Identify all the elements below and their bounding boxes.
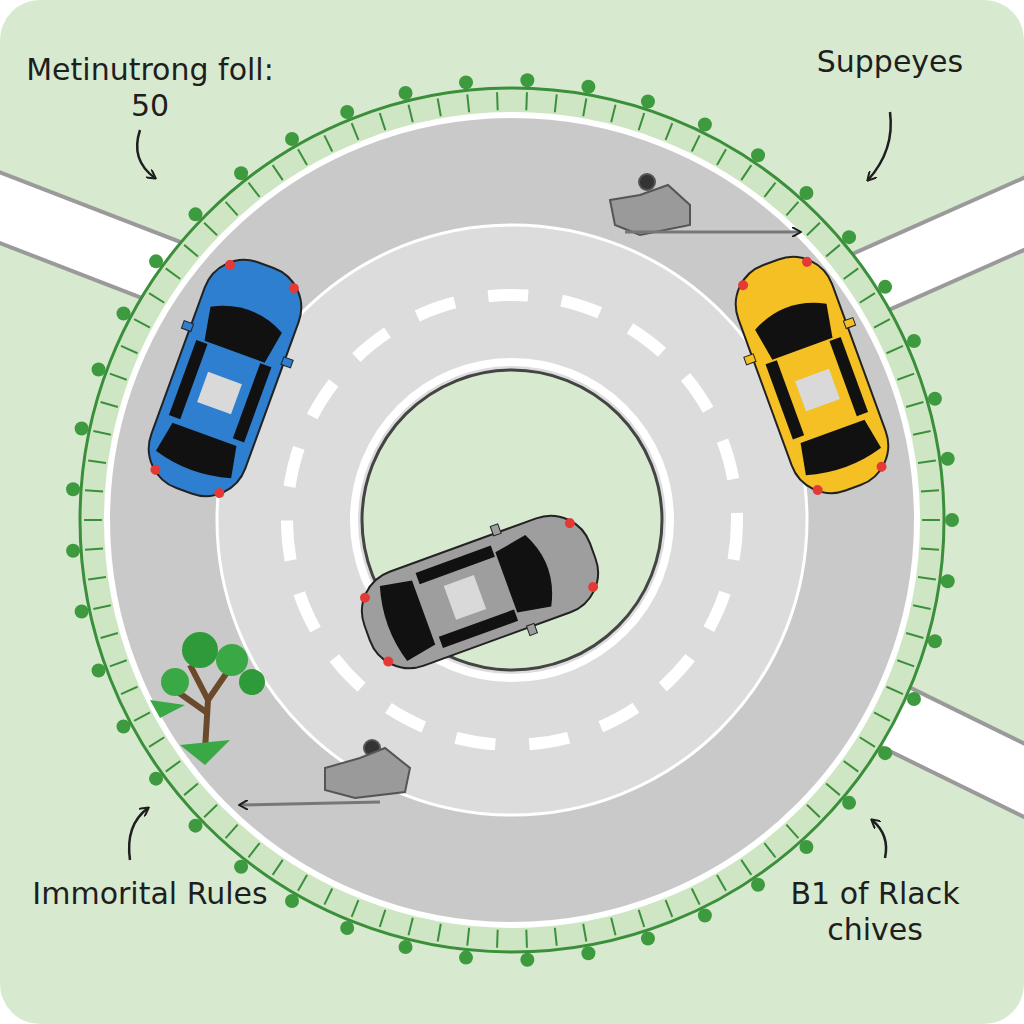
leader-arrows — [129, 112, 891, 860]
car — [716, 242, 907, 507]
callout-label: Metinutrong foll: 50 — [20, 52, 280, 124]
callout-label: Suppeyes — [770, 44, 1010, 80]
hedge-bushes — [66, 73, 959, 966]
car — [129, 245, 320, 510]
road-ring — [107, 115, 917, 925]
label-text: Suppeyes — [817, 44, 963, 80]
label-text: Metinutrong foll: 50 — [20, 52, 280, 124]
road-sign-figure — [610, 174, 800, 235]
car — [347, 496, 612, 687]
callout-label: Immorital Rules — [20, 876, 280, 912]
hedge-ring — [80, 88, 944, 952]
tree — [150, 632, 265, 765]
label-text: Immorital Rules — [32, 876, 267, 912]
road-sign-figure — [240, 740, 410, 805]
lane-dashes — [287, 295, 737, 745]
callout-label: B1 of Rlack chives — [740, 876, 1010, 948]
inner-lane — [217, 225, 807, 815]
cars — [129, 242, 907, 687]
label-text: B1 of Rlack chives — [740, 876, 1010, 948]
